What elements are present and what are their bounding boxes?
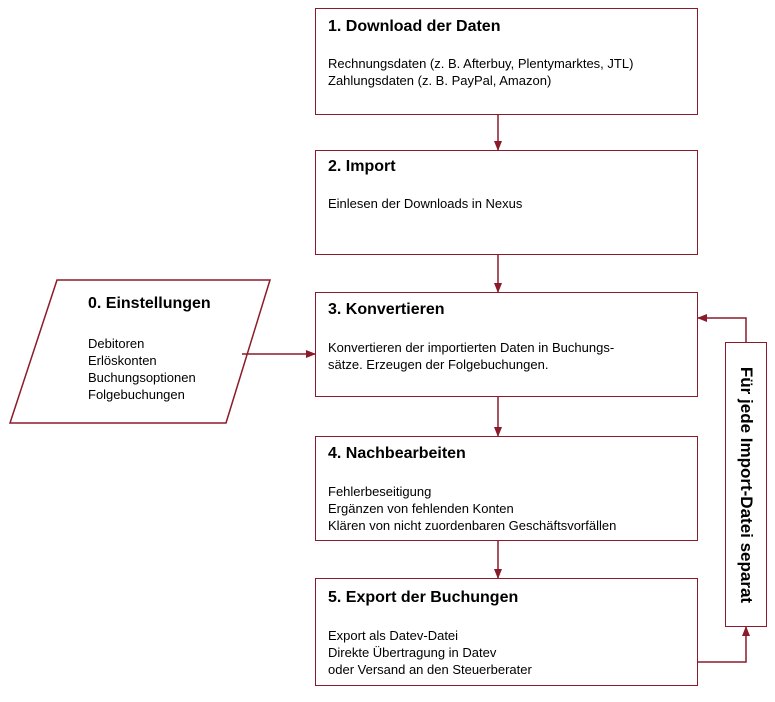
settings-item: Debitoren — [88, 336, 145, 351]
step-4-line: Klären von nicht zuordenbaren Geschäftsv… — [328, 518, 617, 533]
step-2-title: 2. Import — [328, 158, 396, 175]
step-4-text: Fehlerbeseitigung Ergänzen von fehlenden… — [328, 483, 616, 534]
step-1-line: Rechnungsdaten (z. B. Afterbuy, Plentyma… — [328, 56, 634, 71]
loop-label-box: Für jede Import-Datei separat — [725, 342, 767, 627]
step-3-text: Konvertieren der importierten Daten in B… — [328, 339, 614, 373]
step-4-line: Fehlerbeseitigung — [328, 484, 432, 499]
step-2-text: Einlesen der Downloads in Nexus — [328, 195, 522, 212]
step-3-title: 3. Konvertieren — [328, 301, 445, 318]
step-3-box: 3. Konvertieren Konvertieren der importi… — [315, 292, 698, 397]
step-3-line: Konvertieren der importierten Daten in B… — [328, 340, 615, 355]
step-1-line: Zahlungsdaten (z. B. PayPal, Amazon) — [328, 73, 552, 88]
step-5-line: Export als Datev-Datei — [328, 628, 459, 643]
step-5-line: oder Versand an den Steuerberater — [328, 662, 532, 677]
step-4-title: 4. Nachbearbeiten — [328, 445, 466, 462]
step-3-line: sätze. Erzeugen der Folgebuchungen. — [328, 357, 549, 372]
step-4-box: 4. Nachbearbeiten Fehlerbeseitigung Ergä… — [315, 436, 698, 541]
step-2-box: 2. Import Einlesen der Downloads in Nexu… — [315, 150, 698, 255]
settings-item: Buchungsoptionen — [88, 370, 196, 385]
step-5-box: 5. Export der Buchungen Export als Datev… — [315, 578, 698, 686]
loop-arrow-back — [697, 314, 747, 342]
step-2-line: Einlesen der Downloads in Nexus — [328, 196, 523, 211]
step-1-title: 1. Download der Daten — [328, 18, 501, 35]
step-1-text: Rechnungsdaten (z. B. Afterbuy, Plentyma… — [328, 55, 633, 89]
settings-list: Debitoren Erlöskonten Buchungsoptionen F… — [88, 335, 196, 403]
loop-label: Für jede Import-Datei separat — [737, 366, 756, 603]
settings-item: Erlöskonten — [88, 353, 157, 368]
step-5-title: 5. Export der Buchungen — [328, 589, 519, 606]
step-5-line: Direkte Übertragung in Datev — [328, 645, 497, 660]
step-1-box: 1. Download der Daten Rechnungsdaten (z.… — [315, 8, 698, 115]
step-5-text: Export als Datev-Datei Direkte Übertragu… — [328, 627, 532, 678]
settings-item: Folgebuchungen — [88, 387, 185, 402]
settings-shape — [8, 279, 272, 424]
settings-title: 0. Einstellungen — [88, 295, 211, 312]
step-4-line: Ergänzen von fehlenden Konten — [328, 501, 514, 516]
loop-arrow-up — [698, 626, 750, 663]
